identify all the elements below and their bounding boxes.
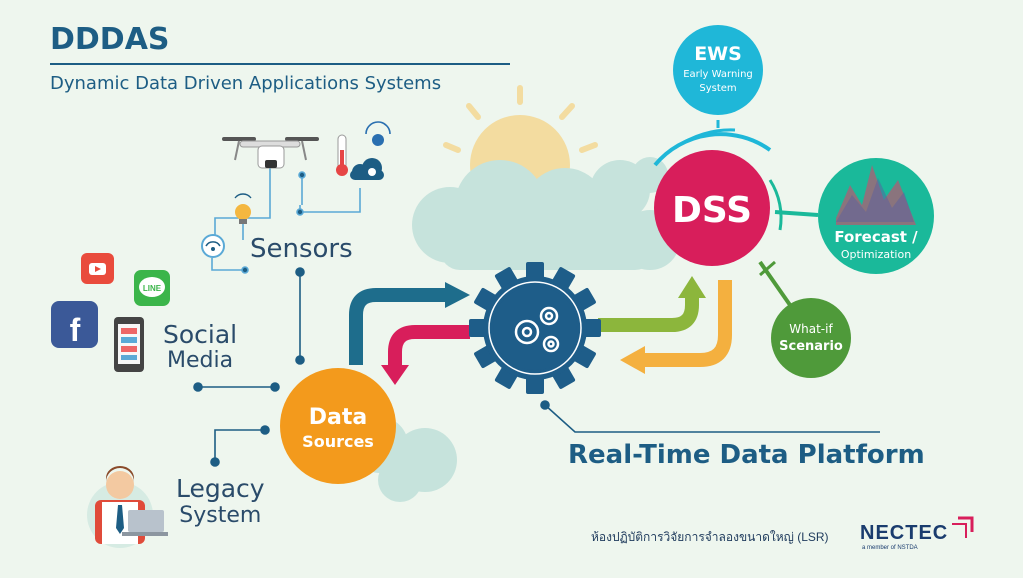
wifi-sensor-icon <box>201 234 225 258</box>
ews-line2: System <box>699 83 736 94</box>
drone-icon <box>222 137 319 169</box>
svg-text:f: f <box>70 312 81 348</box>
whatif-line2: Scenario <box>779 339 843 354</box>
data-sources-line1: Data <box>309 405 367 430</box>
ews-line1: Early Warning <box>683 69 753 80</box>
connector-lines <box>193 267 880 467</box>
social-line2: Media <box>167 348 234 373</box>
dss-connectors <box>653 120 819 307</box>
legacy-system-label: Legacy System <box>176 475 265 529</box>
legacy-line2: System <box>179 503 262 528</box>
platform-gear-icon <box>469 262 601 394</box>
facebook-icon: f <box>51 301 98 348</box>
youtube-icon <box>81 253 114 284</box>
office-worker-icon <box>87 466 168 548</box>
ews-circle: EWS Early Warning System <box>673 25 763 115</box>
dss-label: DSS <box>672 190 752 231</box>
cloud-sensor-icon <box>350 158 384 180</box>
data-sources-circle: Data Sources <box>280 368 396 484</box>
sensors-label: Sensors <box>250 234 353 264</box>
page-title: DDDAS <box>50 22 170 57</box>
platform-label: Real-Time Data Platform <box>568 440 925 470</box>
title-divider <box>50 63 510 65</box>
legacy-line1: Legacy <box>176 474 265 503</box>
social-media-label: Social Media <box>163 322 237 374</box>
dss-circle: DSS <box>654 150 770 266</box>
data-sources-line2: Sources <box>302 432 374 451</box>
social-line1: Social <box>163 320 238 349</box>
arrow-from-dss <box>620 280 732 374</box>
lab-name-text: ห้องปฏิบัติการวิจัยการจำลองขนาดใหญ่ (LSR… <box>591 530 829 544</box>
forecast-line2: Optimization <box>841 248 911 261</box>
smartphone-icon <box>114 317 144 372</box>
nectec-logo-icon <box>952 516 974 538</box>
arrow-to-sources <box>381 325 470 385</box>
thermometer-icon <box>336 134 348 176</box>
nectec-logo-subtext: a member of NSTDA <box>862 545 918 551</box>
ews-title: EWS <box>694 43 742 65</box>
whatif-line1: What-if <box>789 322 833 336</box>
whatif-circle: What-if Scenario <box>771 298 851 378</box>
nectec-logo-text: NECTEC <box>860 522 949 544</box>
bulb-sensor-icon <box>234 193 252 224</box>
arrow-to-platform <box>349 282 470 365</box>
line-app-icon: LINE <box>134 270 170 306</box>
line-app-label: LINE <box>143 284 162 293</box>
forecast-circle: Forecast / Optimization <box>818 158 934 274</box>
arrow-to-dss <box>598 276 706 332</box>
cloud-center <box>412 157 680 270</box>
forecast-line1: Forecast / <box>834 228 918 246</box>
page-subtitle: Dynamic Data Driven Applications Systems <box>50 73 442 94</box>
location-pin-icon <box>365 121 391 146</box>
